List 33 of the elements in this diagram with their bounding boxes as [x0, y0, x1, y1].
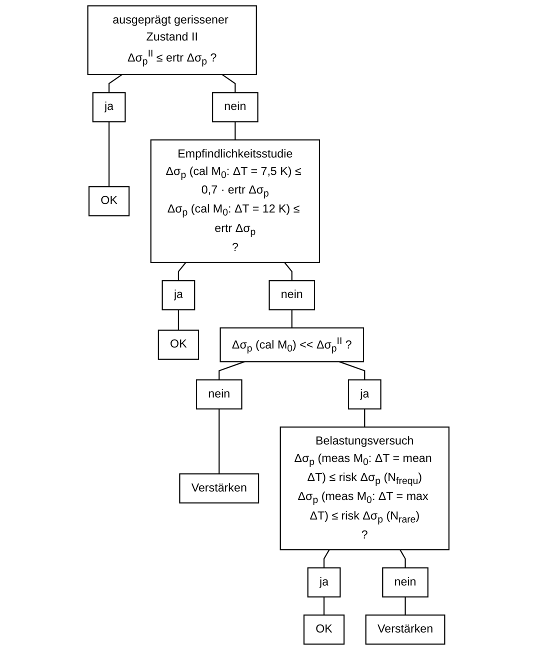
node-box: nein [196, 379, 242, 410]
connector [404, 596, 406, 616]
connector [338, 361, 365, 380]
connector [108, 122, 110, 187]
node-box: Verstärken [178, 473, 259, 504]
node-box: OK [303, 614, 344, 645]
connector [323, 549, 330, 568]
connector [284, 262, 292, 281]
connector [234, 122, 236, 140]
connector [399, 549, 406, 568]
connector [323, 596, 324, 616]
connector [290, 310, 292, 328]
connector [218, 408, 220, 474]
node-box: ja [348, 379, 381, 410]
node-box: nein [268, 280, 315, 310]
node-box: nein [212, 92, 258, 122]
node-box: ja [306, 567, 340, 598]
node-box: Δσ$_{p}$ (cal M$_{0}$) << Δσ$_{p}$$^{II}$ ? [219, 327, 364, 362]
node-box: OK [88, 186, 130, 216]
node-box: ja [161, 280, 195, 310]
node-box: ja [92, 92, 126, 122]
node-box: Verstärken [364, 614, 445, 645]
node-box: OK [158, 330, 199, 360]
connector [178, 262, 186, 281]
node-box: ausgeprägt gerissener Zustand II Δσ$_{p}$$^{II}$ ≤ ertr Δσ$_{p}$ ? [86, 5, 257, 76]
connector [364, 408, 365, 428]
connector [221, 74, 236, 93]
node-box: nein [382, 567, 428, 598]
connector [108, 74, 122, 93]
connector [178, 310, 179, 330]
node-box: Belastungsversuch Δσ$_{p}$ (meas M$_{0}$: ΔT = mean ΔT) ≤ risk Δσ$_{p}$ (N$_{frequ}$) Δσ$_{p}$ (meas M$_{0}$: ΔT = max ΔT) ≤ risk Δσ$_{p}$ (N$_{rare}$) ? [279, 426, 450, 550]
node-box: Empfindlichkeitsstudie Δσ$_{p}$ (cal M$_{0}$: ΔT = 7,5 K) ≤ 0,7 · ertr Δσ$_{p}$ Δσ$_{p}$ (cal M$_{0}$: ΔT = 12 K) ≤ ertr Δσ$_{p}$ ? [150, 139, 320, 264]
connector [218, 361, 244, 380]
